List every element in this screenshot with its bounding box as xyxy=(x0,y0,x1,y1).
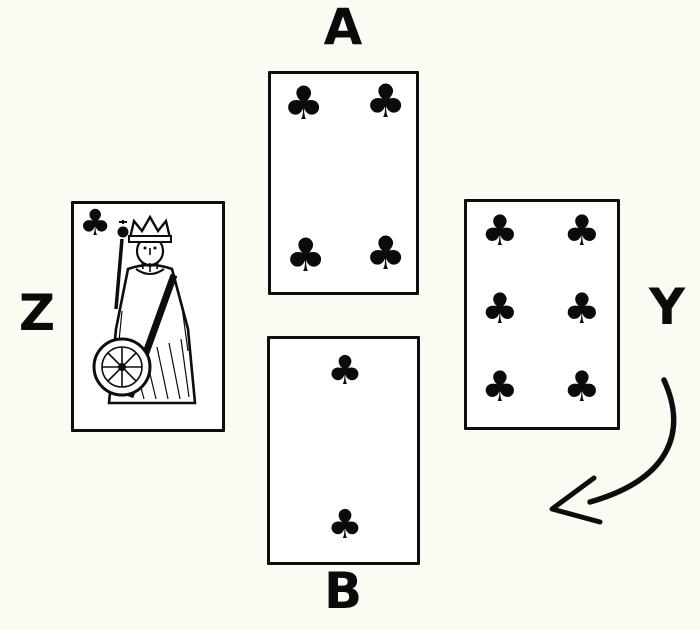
club-pip: ♣ xyxy=(563,362,601,411)
club-pip: ♣ xyxy=(481,206,519,255)
card-south-2-of-clubs: ♣ ♣ xyxy=(267,336,420,565)
seat-label-east: Y xyxy=(648,278,686,336)
club-pip: ♣ xyxy=(285,228,327,282)
club-pip: ♣ xyxy=(283,76,325,130)
seat-label-west: Z xyxy=(18,284,56,342)
card-east-6-of-clubs: ♣ ♣ ♣ ♣ ♣ ♣ xyxy=(464,199,620,430)
card-north-4-of-clubs: ♣ ♣ ♣ ♣ xyxy=(268,71,419,295)
club-pip: ♣ xyxy=(327,502,363,548)
club-pip: ♣ xyxy=(481,284,519,333)
club-pip: ♣ xyxy=(481,362,519,411)
club-pip: ♣ xyxy=(563,206,601,255)
card-west-king-of-clubs: ♣ xyxy=(71,201,225,432)
seat-label-north: A xyxy=(323,0,363,56)
play-direction-arrow xyxy=(538,366,696,538)
king-of-clubs-illustration xyxy=(92,214,197,405)
club-pip: ♣ xyxy=(365,226,407,280)
club-pip: ♣ xyxy=(327,348,363,394)
club-pip: ♣ xyxy=(365,74,407,128)
club-pip: ♣ xyxy=(563,284,601,333)
curved-arrow-icon xyxy=(549,377,677,525)
club-pip: ♣ xyxy=(79,203,112,244)
seat-label-south: B xyxy=(323,562,363,620)
